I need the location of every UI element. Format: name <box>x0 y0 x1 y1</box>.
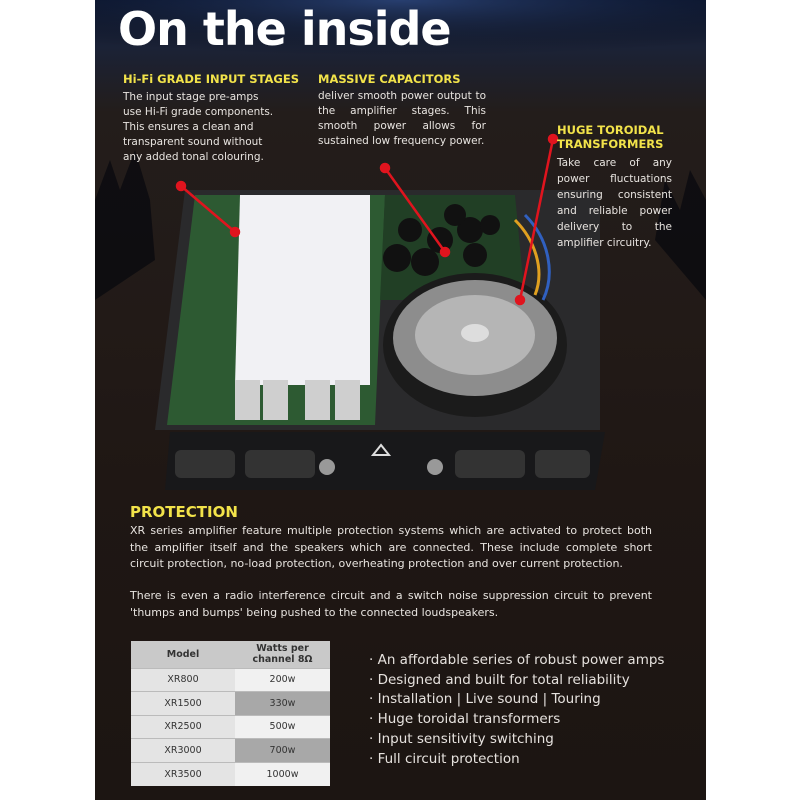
feature-item: · Installation | Live sound | Touring <box>369 691 601 708</box>
callout-text-transformers: Take care of any power fluctuations ensu… <box>557 157 672 249</box>
callout-text-input-stages: The input stage pre-amps use Hi-Fi grade… <box>123 91 274 163</box>
protection-heading: PROTECTION <box>130 503 238 521</box>
amplifier-interior-photo <box>155 133 605 490</box>
model-cell: XR1500 <box>131 691 235 716</box>
pointer-lines <box>175 133 559 306</box>
watts-cell: 700w <box>235 738 330 763</box>
heatsink-cover <box>235 195 370 385</box>
model-cell: XR3000 <box>131 738 235 763</box>
watts-cell: 200w <box>235 667 330 692</box>
watts-cell: 500w <box>235 714 330 739</box>
protection-paragraph-2: There is even a radio interference circu… <box>130 589 652 619</box>
model-cell: XR3500 <box>131 761 235 786</box>
feature-list: · An affordable series of robust power a… <box>369 651 664 769</box>
brochure-panel: On the inside Hi-Fi GRADE INPUT STAGES T… <box>95 0 706 800</box>
feature-item: · An affordable series of robust power a… <box>369 652 665 668</box>
feature-item: · Designed and built for total reliabili… <box>369 671 630 688</box>
page-title: On the inside <box>118 2 452 56</box>
callout-heading-capacitors: MASSIVE CAPACITORS <box>318 72 461 86</box>
feature-item: · Input sensitivity switching <box>369 730 554 747</box>
watts-cell: 330w <box>235 691 330 716</box>
feature-item: · Full circuit protection <box>369 750 520 767</box>
callout-text-capacitors: deliver smooth power output to the ampli… <box>318 90 486 147</box>
concert-crowd-background <box>95 0 706 300</box>
capacitors <box>383 204 500 276</box>
column-header-model: Model <box>131 641 235 668</box>
watts-cell: 1000w <box>235 761 330 786</box>
model-cell: XR2500 <box>131 714 235 739</box>
callout-heading-input-stages: Hi-Fi GRADE INPUT STAGES <box>123 72 299 86</box>
table-header-row: Model Watts per channel 8Ω <box>131 641 330 668</box>
feature-item: · Huge toroidal transformers <box>369 711 561 728</box>
protection-paragraph-1: XR series amplifier feature multiple pro… <box>130 524 652 570</box>
model-cell: XR800 <box>131 667 235 692</box>
column-header-watts: Watts per channel 8Ω <box>235 641 330 668</box>
callout-heading-transformers: HUGE TOROIDAL TRANSFORMERS <box>557 123 664 151</box>
